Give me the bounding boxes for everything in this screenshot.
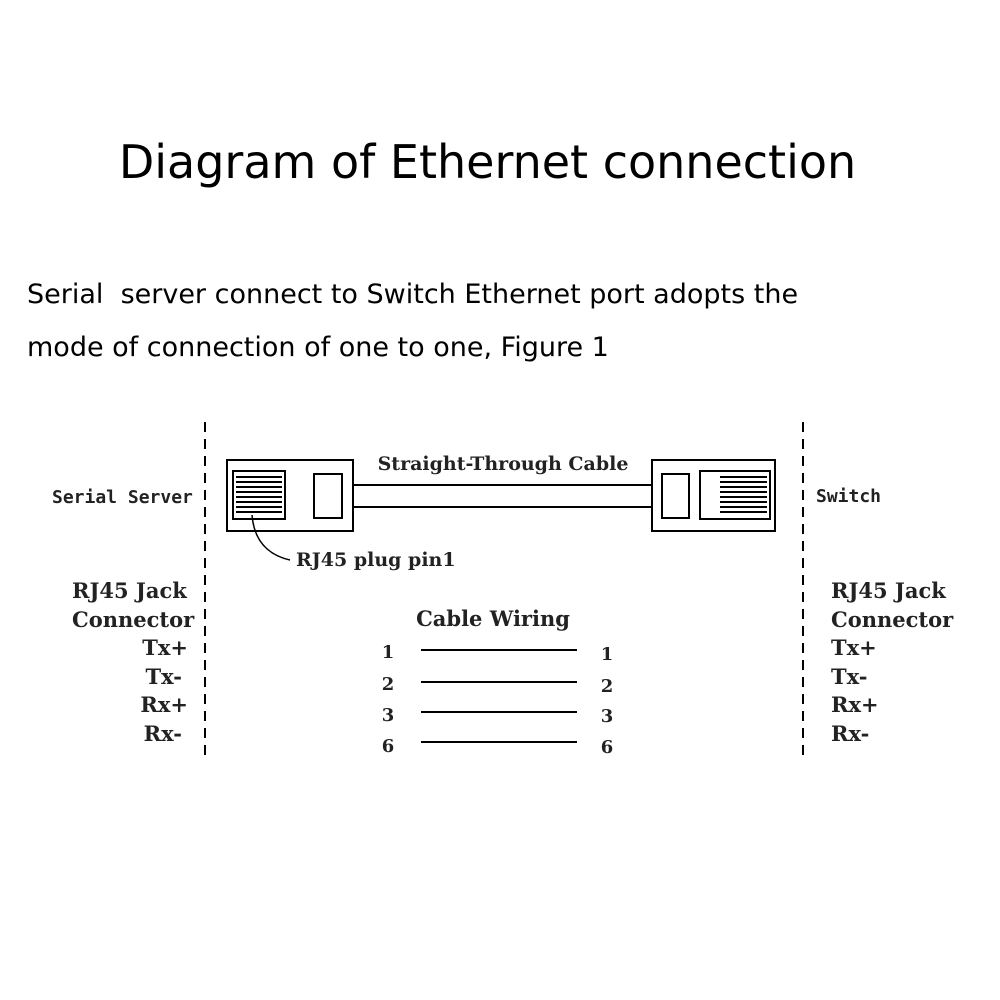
right-connector-title-1: RJ45 Jack (831, 578, 946, 603)
wire-pin-left: 6 (382, 736, 395, 757)
wire-pin-right: 3 (601, 706, 614, 727)
right-device-label: Switch (816, 486, 881, 507)
wire-pin-left: 1 (382, 642, 395, 663)
pin1-callout-line (251, 514, 291, 561)
wire-pin-right: 6 (601, 737, 614, 758)
left-connector-title-2: Connector (72, 607, 195, 632)
wire-pin-left: 3 (382, 705, 395, 726)
cable-wiring: 1 2 3 6 1 2 3 6 (382, 642, 614, 758)
left-plug-contacts (236, 476, 282, 513)
description-line-1: Serial server connect to Switch Ethernet… (27, 279, 799, 310)
left-signal-label: Rx+ (140, 692, 188, 717)
wire-pin-right: 1 (601, 644, 614, 665)
right-connector-title-2: Connector (831, 607, 954, 632)
left-signal-label: Rx- (144, 721, 182, 746)
cable-body (352, 484, 653, 508)
right-rj45-plug (651, 459, 776, 532)
left-rj45-plug (226, 459, 354, 532)
wire-pin-right: 2 (601, 676, 614, 697)
right-plug-contacts (720, 476, 767, 513)
right-plug-latch (661, 473, 690, 519)
right-signal-label: Tx+ (831, 635, 877, 660)
cable-wiring-title: Cable Wiring (416, 606, 570, 631)
left-plug-latch (313, 473, 343, 519)
plug-pin1-label: RJ45 plug pin1 (296, 549, 456, 571)
wire-pin-left: 2 (382, 674, 395, 695)
left-signal-label: Tx+ (142, 635, 188, 660)
right-signal-label: Tx- (831, 664, 868, 689)
left-connector-title-1: RJ45 Jack (72, 578, 187, 603)
left-signal-label: Tx- (146, 664, 183, 689)
page-title: Diagram of Ethernet connection (118, 135, 857, 189)
cable-label: Straight-Through Cable (378, 453, 629, 475)
right-signal-label: Rx+ (831, 692, 879, 717)
right-signal-label: Rx- (831, 721, 869, 746)
left-device-label: Serial Server (52, 487, 193, 508)
description-line-2: mode of connection of one to one, Figure… (27, 332, 609, 363)
